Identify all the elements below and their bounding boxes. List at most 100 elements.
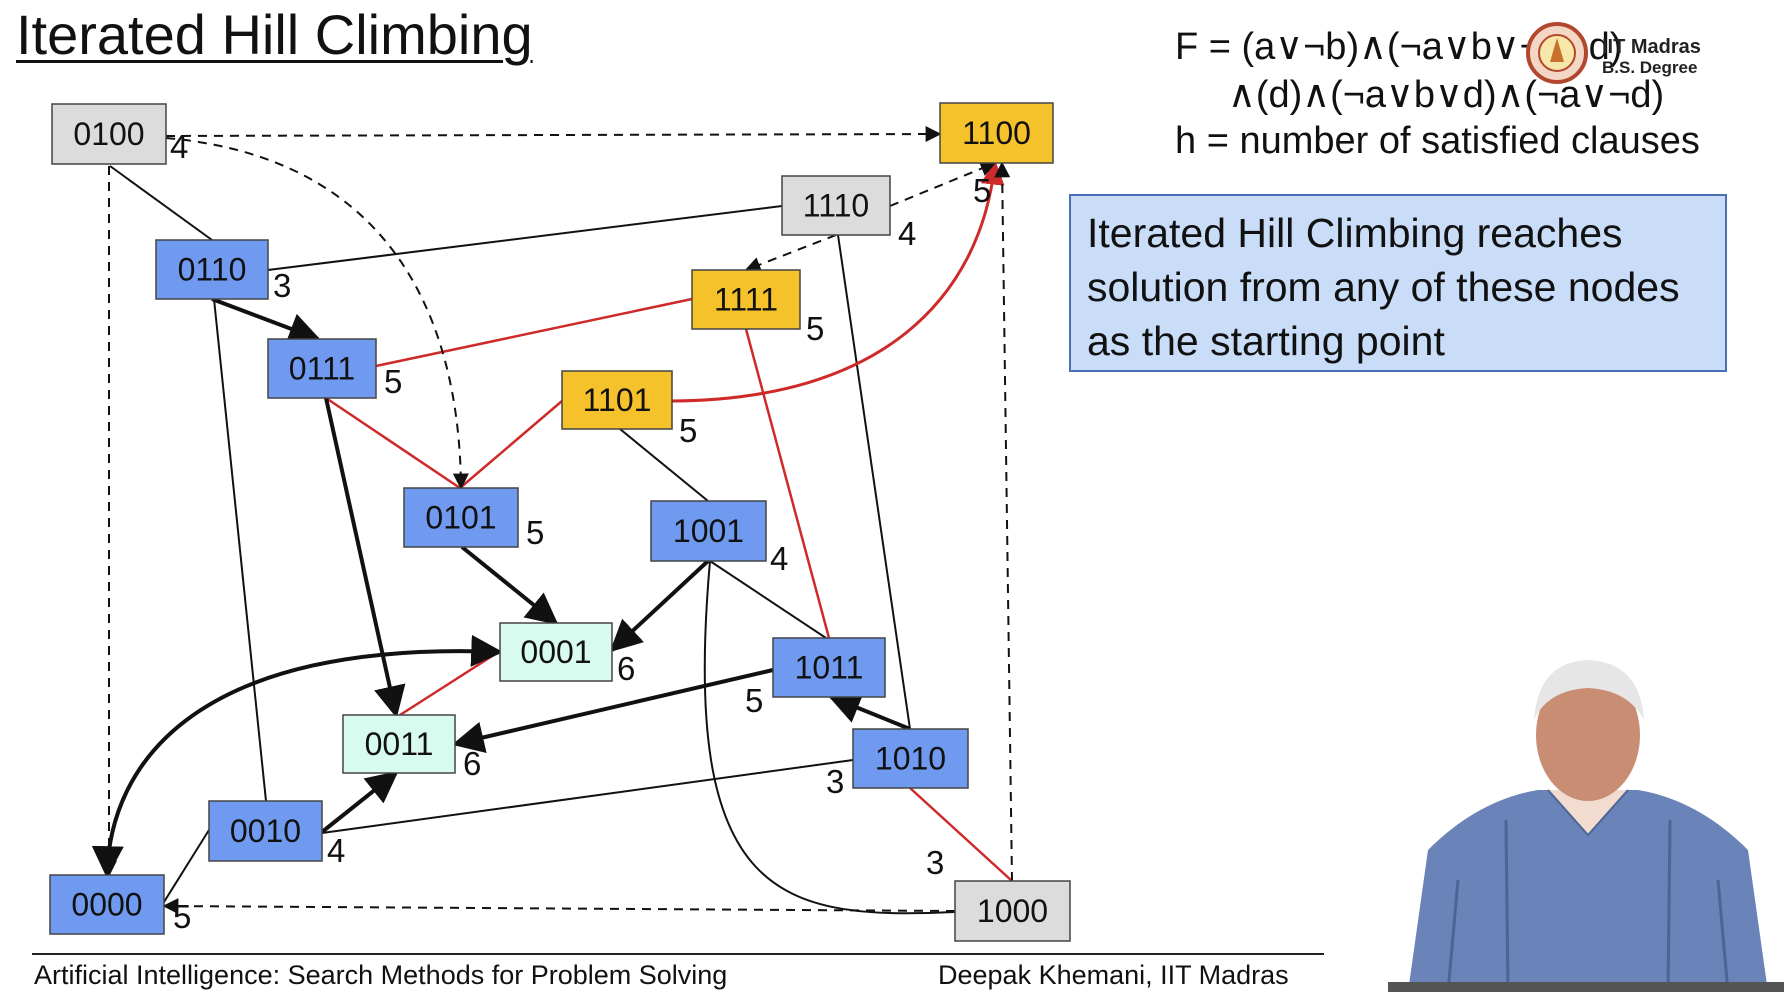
node-box-1110 <box>781 175 891 236</box>
formula-line-3: h = number of satisfied clauses <box>1175 120 1700 162</box>
node-box-1111 <box>691 269 801 330</box>
node-1000: 1000 3 <box>926 844 1071 942</box>
node-label-1000: 1000 <box>977 893 1048 929</box>
edge-0111-0101 <box>325 396 461 490</box>
edge-0101-1101 <box>459 400 563 489</box>
edge-1101-1100 <box>671 160 1005 403</box>
node-label-0100: 0100 <box>73 116 144 152</box>
edge-1000-1100 <box>994 161 1013 882</box>
edge-1000-0000 <box>162 898 956 915</box>
formula-line-2: ∧(d)∧(¬a∨b∨d)∧(¬a∨¬d) <box>1228 74 1665 116</box>
heuristic-value-0000: 5 <box>173 898 191 935</box>
presenter-video <box>1388 650 1784 992</box>
edge-0110-0111 <box>211 297 321 344</box>
iit-seal-icon <box>1526 22 1588 84</box>
edge-1111-1011 <box>744 328 831 639</box>
node-1100: 1100 5 <box>939 102 1054 209</box>
slide-title: Iterated Hill Climbing <box>16 3 533 66</box>
node-box-0101 <box>403 487 519 548</box>
node-box-0011 <box>342 714 456 774</box>
node-box-0001 <box>499 622 613 682</box>
node-label-0111: 0111 <box>289 351 355 387</box>
edge-1010-1000 <box>909 787 1013 882</box>
heuristic-value-0111: 5 <box>384 363 402 400</box>
heuristic-value-0010: 4 <box>327 832 345 869</box>
edge-0011-0001 <box>399 649 501 717</box>
heuristic-value-0001: 6 <box>617 650 635 687</box>
node-label-0010: 0010 <box>230 813 301 849</box>
node-0001: 0001 6 <box>499 622 635 687</box>
edge-0111-1111 <box>375 297 693 368</box>
node-1110: 1110 4 <box>781 175 916 252</box>
node-0010: 0010 4 <box>208 800 345 869</box>
node-box-1011 <box>772 637 886 698</box>
heuristic-value-0011: 6 <box>463 745 481 782</box>
iit-madras-logo <box>1526 18 1588 93</box>
heuristic-value-1011: 5 <box>745 682 763 719</box>
node-box-1001 <box>650 500 767 562</box>
node-box-0000 <box>49 874 165 935</box>
edge-0100-1100 <box>165 126 942 143</box>
node-box-0111 <box>267 338 377 399</box>
edge-1101-1001 <box>619 428 709 502</box>
edge-0110-1110 <box>267 205 783 271</box>
edge-1110-1010 <box>837 234 911 730</box>
node-label-1110: 1110 <box>803 188 869 224</box>
heuristic-value-1010: 3 <box>826 763 844 800</box>
logo-text-line-2: B.S. Degree <box>1602 58 1698 77</box>
nodes-layer: 0100 4 1100 5 1110 4 0110 3 1111 5 0111 5 1101 5 0101 5… <box>49 102 1071 942</box>
footer-rule <box>32 953 1324 955</box>
heuristic-value-1101: 5 <box>679 412 697 449</box>
node-label-1010: 1010 <box>875 741 946 777</box>
heuristic-value-0101: 5 <box>526 514 544 551</box>
edge-0001-0000 <box>91 634 504 879</box>
edges-layer <box>91 126 1013 915</box>
edge-1001-1011 <box>709 560 827 639</box>
node-0100: 0100 4 <box>51 103 188 165</box>
node-label-1100: 1100 <box>962 115 1031 151</box>
edge-0110-0010 <box>213 298 267 802</box>
node-1111: 1111 5 <box>691 269 824 347</box>
node-box-1101 <box>561 370 673 430</box>
heuristic-value-1111: 5 <box>806 310 824 347</box>
footer-course: Artificial Intelligence: Search Methods … <box>34 960 728 990</box>
node-0011: 0011 6 <box>342 714 481 782</box>
node-0111: 0111 5 <box>267 338 402 400</box>
node-1010: 1010 3 <box>826 728 969 800</box>
node-1011: 1011 5 <box>745 637 886 719</box>
node-label-1011: 1011 <box>795 650 864 686</box>
node-box-1100 <box>939 102 1054 164</box>
heuristic-value-1100: 5 <box>973 172 991 209</box>
edge-0111-0011 <box>324 397 406 719</box>
node-label-0101: 0101 <box>425 500 496 536</box>
node-box-0100 <box>51 103 167 165</box>
node-0110: 0110 3 <box>155 239 291 304</box>
node-box-0010 <box>208 800 323 862</box>
heuristic-value-1110: 4 <box>898 215 916 252</box>
edge-1110-1111 <box>744 234 837 273</box>
heuristic-value-0100: 4 <box>170 128 188 165</box>
node-label-1001: 1001 <box>673 513 744 549</box>
heuristic-value-1000: 3 <box>926 844 944 881</box>
node-label-1101: 1101 <box>583 382 652 418</box>
node-1101: 1101 5 <box>561 370 697 449</box>
edge-0100-0101 <box>165 137 469 490</box>
node-1001: 1001 4 <box>650 500 788 577</box>
heuristic-value-0110: 3 <box>273 267 291 304</box>
heuristic-value-1001: 4 <box>770 540 788 577</box>
node-box-1010 <box>852 728 969 789</box>
edge-1110-1100 <box>889 161 997 207</box>
node-label-1111: 1111 <box>714 282 778 318</box>
footer-author: Deepak Khemani, IIT Madras <box>938 960 1289 990</box>
node-label-0001: 0001 <box>520 634 591 670</box>
node-label-0011: 0011 <box>365 726 434 762</box>
edge-0101-0001 <box>460 545 559 626</box>
edge-0100-0110 <box>109 165 213 241</box>
node-label-0110: 0110 <box>178 252 247 288</box>
node-box-1000 <box>954 880 1071 942</box>
edge-0010-0011 <box>320 771 399 834</box>
node-0101: 0101 5 <box>403 487 544 551</box>
edge-1001-0001 <box>609 559 710 653</box>
